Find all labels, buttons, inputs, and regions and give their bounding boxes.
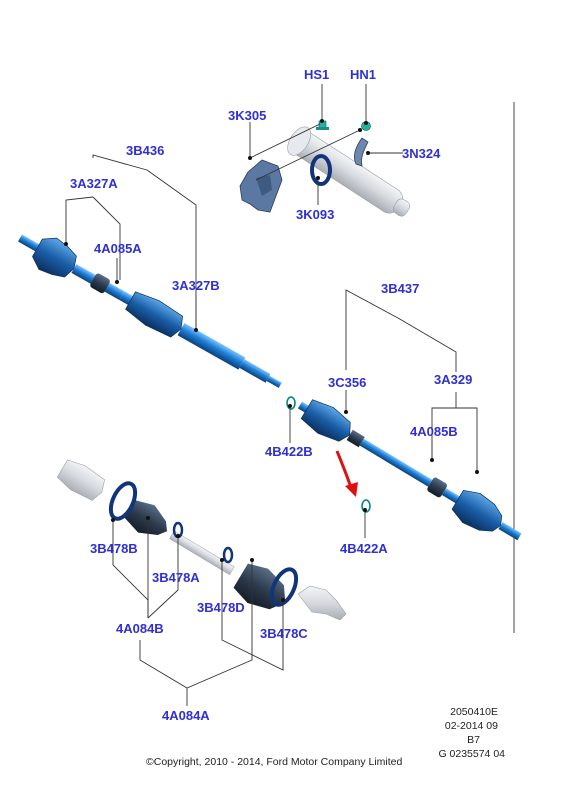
boot-kit-group — [56, 459, 347, 621]
seal-ring[interactable] — [310, 154, 332, 186]
meta-line-1: 2050410E — [450, 706, 498, 718]
outer-cv-boot-left[interactable] — [29, 232, 83, 284]
label-3b436[interactable]: 3B436 — [126, 143, 164, 158]
boot-clamp-3b478c[interactable] — [267, 566, 301, 609]
label-4a084b[interactable]: 4A084B — [116, 621, 164, 636]
label-4b422b[interactable]: 4B422B — [265, 444, 313, 459]
leader-dots — [64, 119, 479, 602]
drawing-metadata: 2050410E 02-2014 09 B7 G 0235574 04 ©Cop… — [146, 706, 505, 768]
inner-boot[interactable] — [121, 495, 175, 545]
meta-line-3: B7 — [467, 734, 480, 746]
label-3a327a[interactable]: 3A327A — [70, 176, 118, 191]
outer-cv-boot-right[interactable] — [449, 485, 509, 540]
damper-4a085a[interactable] — [89, 272, 111, 294]
intermediate-shaft[interactable] — [283, 123, 416, 225]
boot-clamp-3b478d[interactable] — [222, 546, 234, 564]
inner-cv-joint-left[interactable] — [124, 288, 188, 341]
inner-cv-joint-right[interactable] — [299, 396, 357, 447]
circlip-4b422a[interactable] — [361, 499, 371, 513]
red-arrow-head — [345, 482, 358, 497]
left-driveshaft-assembly[interactable] — [11, 222, 289, 401]
label-3b478c[interactable]: 3B478C — [260, 626, 308, 641]
leader-lines — [65, 84, 478, 706]
label-3k305[interactable]: 3K305 — [228, 108, 266, 123]
part-labels: HS1 HN1 3K305 3N324 3K093 3B436 3A327A 4… — [70, 67, 472, 723]
damper-4a085b[interactable] — [426, 476, 448, 498]
label-hs1[interactable]: HS1 — [304, 67, 329, 82]
label-3a329[interactable]: 3A329 — [434, 372, 472, 387]
label-3n324[interactable]: 3N324 — [402, 146, 441, 161]
right-driveshaft-assembly[interactable] — [291, 390, 528, 551]
bracket-strap[interactable] — [354, 137, 369, 167]
ghost-inner-housing — [56, 459, 105, 501]
label-3a327b[interactable]: 3A327B — [172, 278, 220, 293]
red-arrow — [335, 450, 353, 489]
meta-line-2: 02-2014 09 — [445, 720, 498, 732]
label-4a085a-left[interactable]: 4A085A — [94, 241, 142, 256]
label-3c356[interactable]: 3C356 — [328, 375, 366, 390]
circlip-4b422b[interactable] — [286, 396, 296, 410]
bracket-face — [256, 175, 272, 196]
meta-line-4: G 0235574 04 — [438, 748, 505, 760]
label-hn1[interactable]: HN1 — [350, 67, 376, 82]
label-3k093[interactable]: 3K093 — [296, 207, 334, 222]
label-3b437[interactable]: 3B437 — [381, 281, 419, 296]
label-3b478d[interactable]: 3B478D — [197, 600, 245, 615]
copyright: ©Copyright, 2010 - 2014, Ford Motor Comp… — [146, 756, 403, 768]
label-4a084a[interactable]: 4A084A — [162, 708, 210, 723]
ghost-outer-stub — [297, 585, 347, 621]
label-4a085b[interactable]: 4A085B — [410, 424, 458, 439]
label-3b478b[interactable]: 3B478B — [90, 541, 138, 556]
label-4b422a[interactable]: 4B422A — [340, 541, 388, 556]
label-3b478a[interactable]: 3B478A — [152, 570, 200, 585]
boot-clamp-3b478b[interactable] — [106, 480, 140, 523]
